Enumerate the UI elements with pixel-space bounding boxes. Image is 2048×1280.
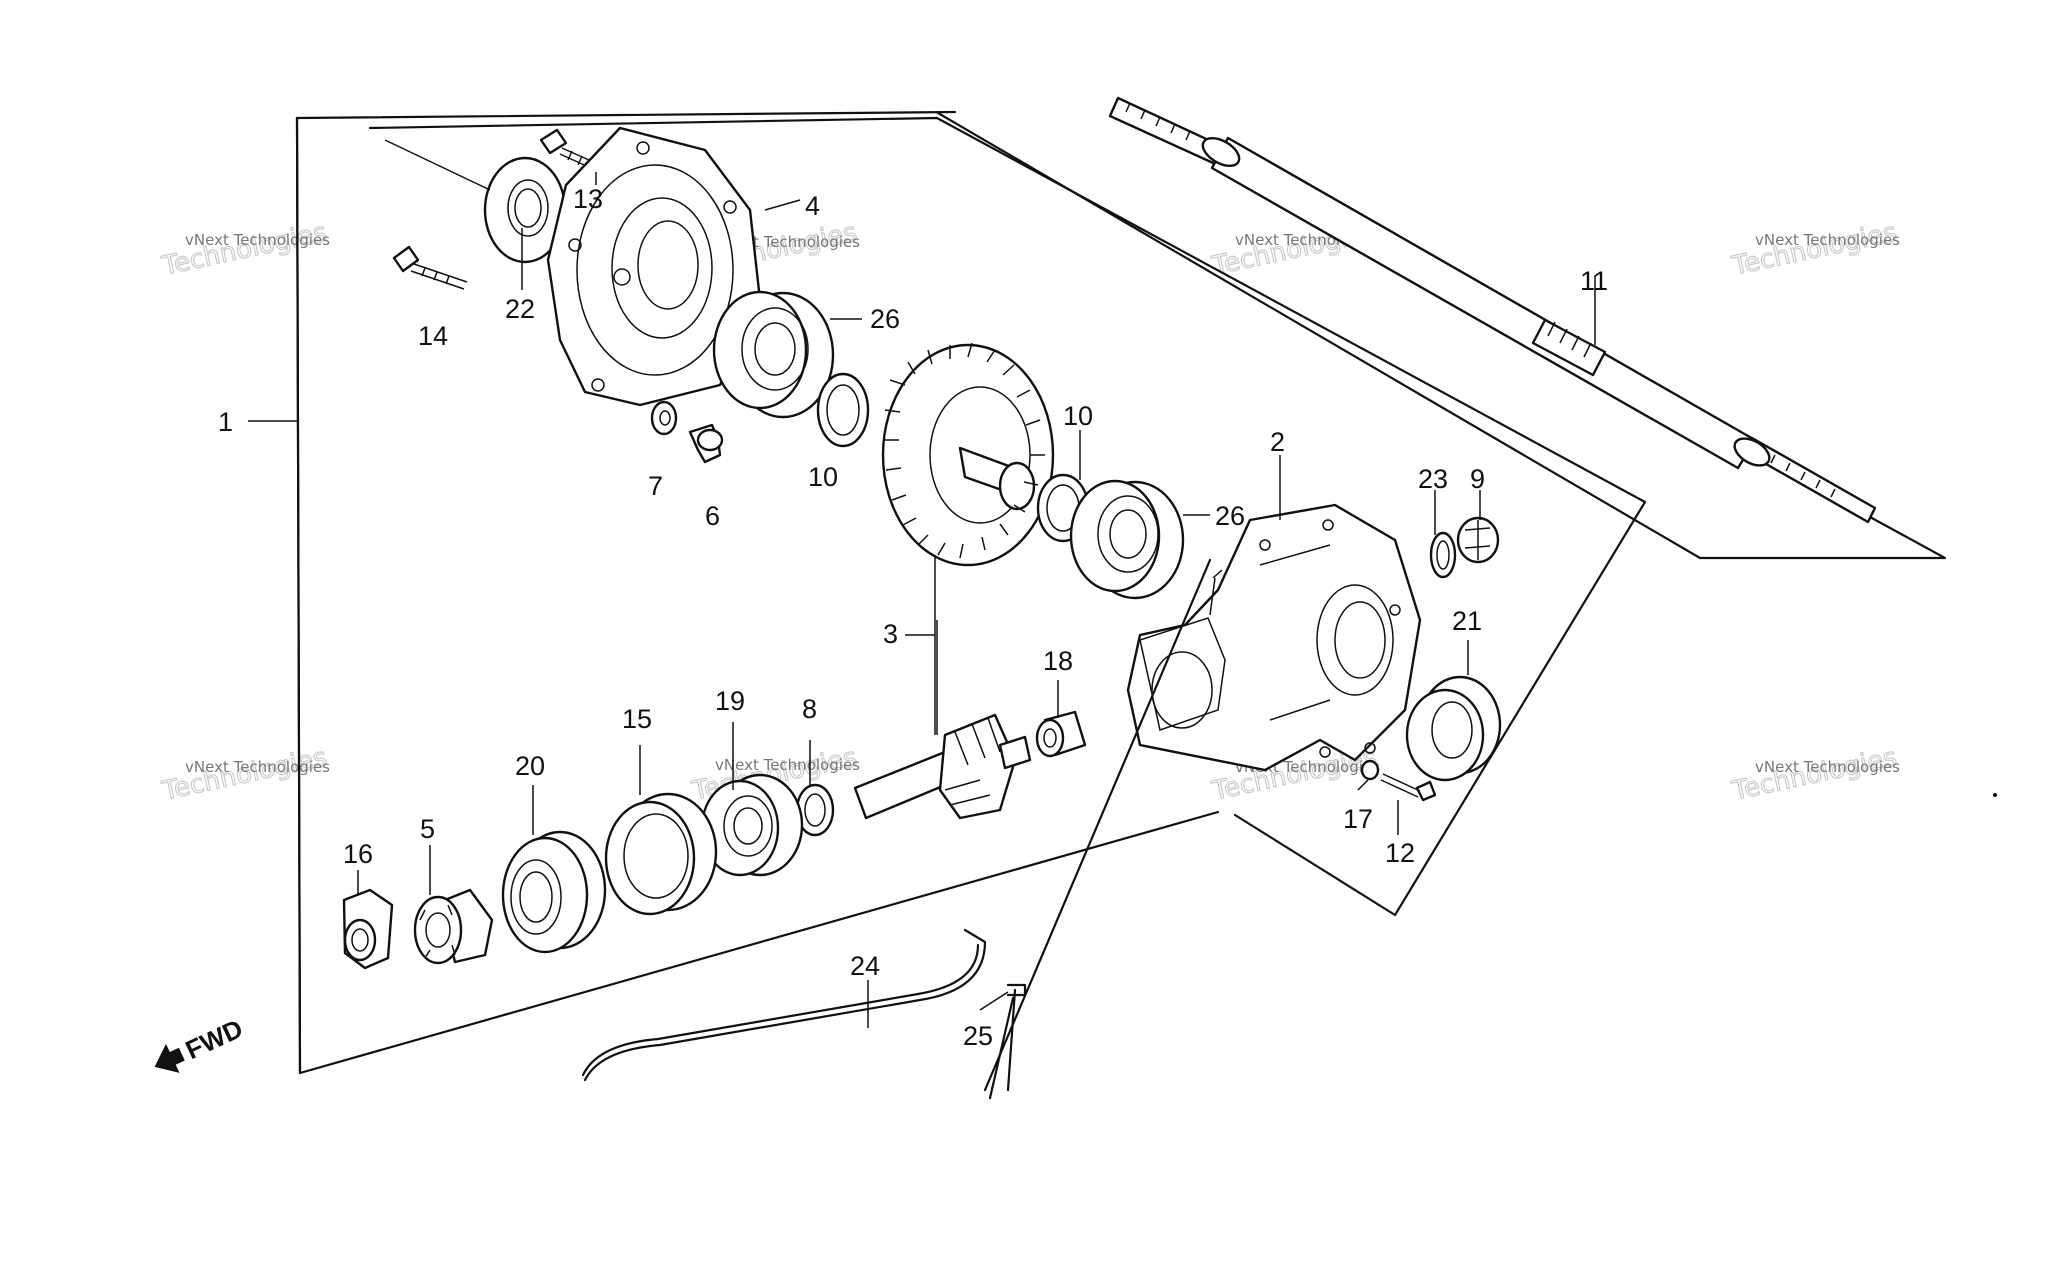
callout-11: 11 [1580,266,1608,296]
bearing-race-15 [604,792,718,916]
dot [1993,793,1997,797]
callout-4: 4 [805,191,820,221]
watermark-text: vNext Technologies [185,758,330,776]
callout-13: 13 [573,184,603,214]
callout-18: 18 [1043,646,1073,676]
plug-6 [688,423,724,464]
callout-25: 25 [963,1021,993,1051]
nut-16 [342,888,394,970]
washer-7 [650,400,678,436]
watermark-text: vNext Technologies [185,231,330,249]
bolt-12 [1380,773,1437,802]
shim-10-upper [816,372,870,448]
pinion-gear-3 [853,555,1032,820]
bearing-19 [700,773,804,877]
o-ring-23 [1429,531,1457,579]
watermark-text: vNext Technologies [1755,758,1900,776]
oil-seal-21 [1405,675,1502,782]
callout-5: 5 [420,814,435,844]
watermark-text: vNext Technologies [1755,231,1900,249]
callout-12: 12 [1385,838,1415,868]
callout-8: 8 [802,694,817,724]
axle-shaft [1108,96,1877,524]
watermark: Technologies [158,217,330,282]
assembly-outline-left [295,116,302,1075]
breather-tube-24 [581,558,1212,1092]
callout-6: 6 [705,501,720,531]
svg-text:Technologies: Technologies [159,218,330,282]
callout-19: 19 [715,686,745,716]
bearing-26-lower [1069,479,1185,600]
callout-10-lower: 10 [1063,401,1093,431]
callout-17: 17 [1343,804,1373,834]
shaft-frame [936,111,1947,560]
fwd-arrow: FWD [154,1013,247,1073]
callout-24: 24 [850,951,880,981]
callout-20: 20 [515,751,545,781]
callout-3: 3 [883,619,898,649]
bolt-13 [539,128,608,175]
filler-cap-9 [1456,516,1500,564]
gear-case-2 [1126,503,1422,772]
callout-26-upper: 26 [870,304,900,334]
callout-7: 7 [648,471,663,501]
callout-numbers: 1 2 3 4 5 6 7 8 9 10 10 11 12 13 14 15 1… [218,184,1608,1051]
callout-22: 22 [505,294,535,324]
callout-9: 9 [1470,464,1485,494]
callout-26-lower: 26 [1215,501,1245,531]
bearing-26-upper [712,290,835,419]
washer-17 [1360,759,1380,781]
oil-seal-20 [501,830,607,954]
leader-lines [248,172,1596,1028]
callout-14: 14 [418,321,448,351]
ring-gear-3 [881,342,1055,567]
subassembly-outline [368,116,1647,917]
callout-16: 16 [343,839,373,869]
callout-10-upper: 10 [808,462,838,492]
arrow-icon [154,1043,185,1073]
callout-2: 2 [1270,427,1285,457]
bolt-14 [392,245,468,290]
gear-case-cover-4 [546,126,762,407]
needle-bearing-18 [1035,710,1087,758]
svg-text:Technologies: Technologies [1729,218,1900,282]
joint-5 [413,888,494,965]
oil-seal-22 [384,139,567,264]
callout-15: 15 [622,704,652,734]
fwd-label: FWD [181,1013,247,1065]
callout-21: 21 [1452,606,1482,636]
callout-23: 23 [1418,464,1448,494]
watermark-text: vNext Technologies [715,756,860,774]
watermark: Technologies [1728,217,1900,282]
clip-25 [988,983,1027,1100]
callout-1: 1 [218,407,233,437]
